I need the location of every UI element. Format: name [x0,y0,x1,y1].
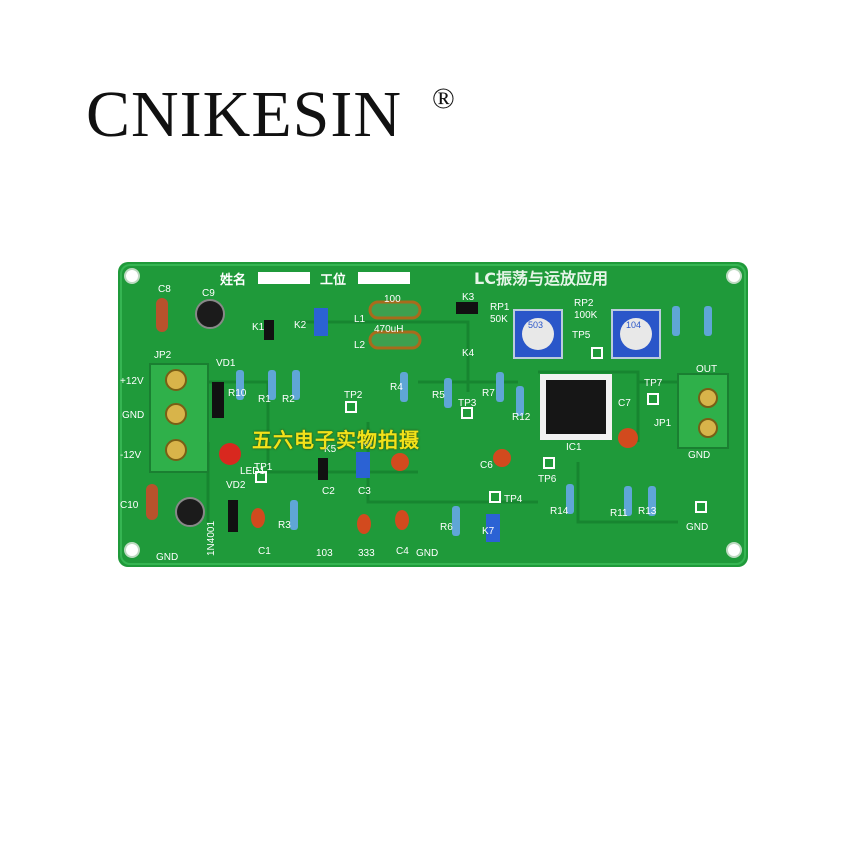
k5-label: K5 [324,444,337,455]
c6-label: C6 [480,460,493,471]
r14-label: R14 [550,506,569,517]
pcb-board [118,262,748,567]
c4-label: C4 [396,546,409,557]
power-terminal-block [149,363,209,473]
tp6-label: TP6 [538,474,557,485]
rp2-value: 100K [574,310,598,321]
r10-label: R10 [228,388,247,399]
r2-label: R2 [282,394,295,405]
watermark: 五六电子实物拍摄 [252,428,420,452]
l2-label: L2 [354,340,366,351]
gnd-label-mid: GND [416,548,438,559]
cap-value-333: 333 [358,548,375,559]
tp1-label: TP1 [254,462,273,473]
c1-label: C1 [258,546,271,557]
r12-label: R12 [512,412,531,423]
c10-label: C10 [120,500,139,511]
inductor-value-100: 100 [384,294,401,305]
c7-label: C7 [618,398,631,409]
jp2-label: JP2 [154,350,172,361]
resistors [236,306,712,536]
registered-mark: ® [432,82,455,115]
jumper-headers [264,302,478,480]
r11-label: R11 [610,508,628,519]
gnd-label-right: GND [686,522,708,533]
c2-label: C2 [322,486,335,497]
k4-label: K4 [462,348,475,359]
tp5-label: TP5 [572,330,591,341]
blue-caps [314,308,500,542]
tp4-label: TP4 [504,494,523,505]
pcb-board-photo: 姓名 工位 LC振荡与运放应用 JP2 +12V GND -12V OUT GN… [118,262,748,567]
rp1-value: 50K [490,314,508,325]
jp1-label: JP1 [654,418,672,429]
r4-label: R4 [390,382,403,393]
ic1-label: IC1 [566,442,582,453]
rp1-label: RP1 [490,302,510,313]
r1-label: R1 [258,394,271,405]
diode-vd2 [228,500,238,532]
k1-label: K1 [252,322,265,333]
mounting-holes [124,268,742,558]
electrolytic-capacitors [175,299,225,527]
r13-label: R13 [638,506,657,517]
vd1-label: VD1 [216,358,236,369]
r6-label: R6 [440,522,453,533]
k6-label: K6 [360,438,373,449]
c8-label: C8 [158,284,171,295]
rp2-label: RP2 [574,298,594,309]
pot2-marking: 104 [626,320,641,330]
trim-potentiometers [513,309,661,359]
label-out: OUT [696,364,717,375]
diode-part-number: 1N4001 [206,521,217,556]
r5-label: R5 [432,390,445,401]
board-title: LC振荡与运放应用 [474,269,608,288]
inductors [368,300,422,350]
label-gnd-out: GND [688,450,710,461]
c9-label: C9 [202,288,215,299]
tantalum-capacitors [146,298,168,520]
vd2-label: VD2 [226,480,246,491]
tp2-label: TP2 [344,390,363,401]
inductor-value-470uh: 470uH [374,324,403,335]
red-led [219,443,241,465]
cap-value-103: 103 [316,548,333,559]
label-minus12v: -12V [120,450,141,461]
diode-vd1 [212,382,224,418]
led1-label: LED1 [240,466,265,477]
ceramic-capacitors [251,428,638,534]
name-field-label: 姓名 [219,272,246,287]
pot1-marking: 503 [528,320,543,330]
k7-label: K7 [482,526,495,537]
ic-chip [540,374,612,440]
gnd-label-left: GND [156,552,178,563]
station-field-label: 工位 [320,272,346,287]
r3-label: R3 [278,520,291,531]
l1-label: L1 [354,314,366,325]
output-terminal-block [677,373,729,449]
r7-label: R7 [482,388,495,399]
label-gnd-power: GND [122,410,144,421]
label-plus12v: +12V [120,376,144,387]
c3-label: C3 [358,486,371,497]
k2-label: K2 [294,320,307,331]
k3-label: K3 [462,292,475,303]
test-pads [255,347,707,513]
tp7-label: TP7 [644,378,663,389]
tp3-label: TP3 [458,398,477,409]
brand-logo: CNIKESIN [86,78,402,151]
